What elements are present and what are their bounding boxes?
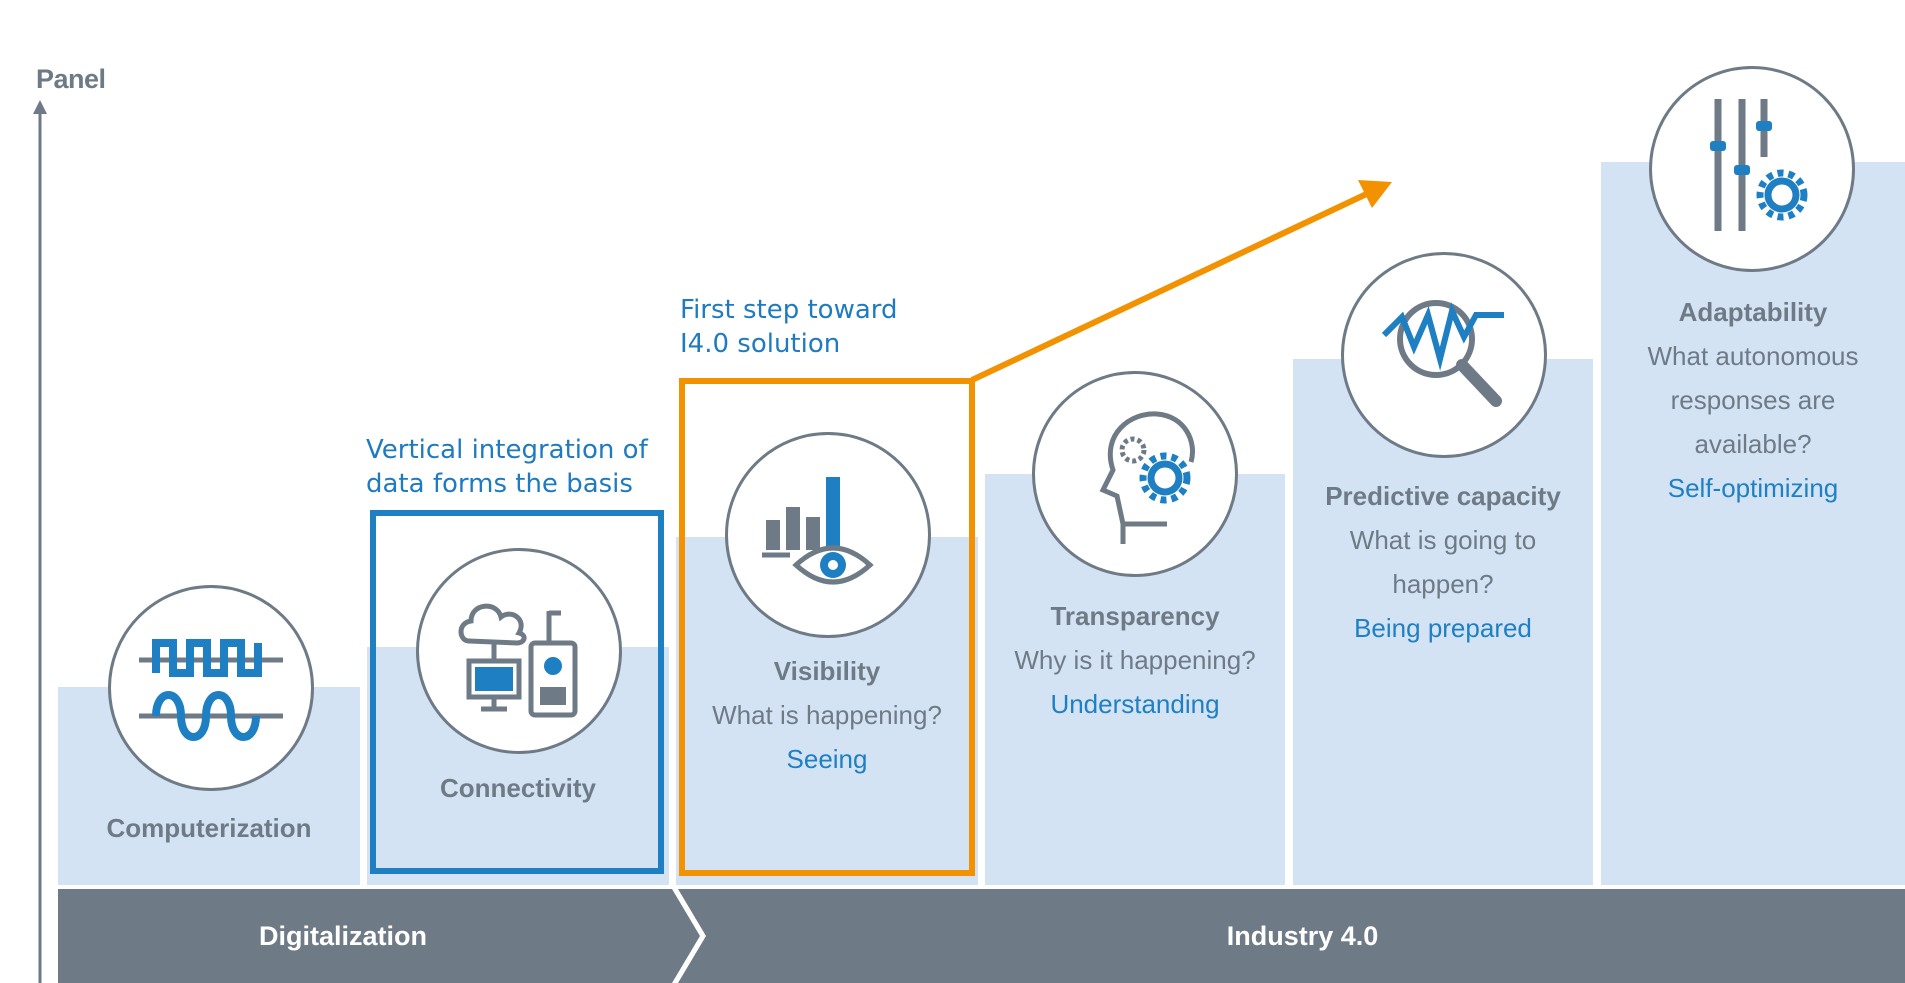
stage-question-line: available?	[1694, 429, 1812, 459]
stage-text-predictive: Predictive capacity What is going to hap…	[1293, 474, 1593, 650]
stage-question-line: happen?	[1392, 569, 1494, 599]
circle-computerization	[108, 585, 314, 791]
band-label-industry40: Industry 4.0	[1226, 921, 1379, 951]
stage-question: Why is it happening?	[1014, 645, 1256, 675]
stage-column-adaptability	[1601, 162, 1905, 885]
signal-waves-icon	[139, 639, 283, 741]
stage-text-visibility: Visibility What is happening? Seeing	[676, 649, 978, 781]
stage-title: Transparency	[1050, 601, 1220, 631]
callout-blue-box	[370, 510, 664, 874]
circle-visibility	[725, 432, 931, 638]
stage-answer: Understanding	[1050, 689, 1220, 719]
circle-adaptability	[1649, 66, 1855, 272]
band-label-digitalization: Digitalization	[259, 921, 427, 951]
stage-answer: Seeing	[786, 744, 868, 774]
stage-question-line: responses are	[1670, 385, 1836, 415]
stage-text-transparency: Transparency Why is it happening? Unders…	[985, 594, 1285, 726]
callout-orange-box	[679, 378, 975, 876]
magnifier-waveform-icon	[1381, 300, 1504, 407]
stage-text-adaptability: Adaptability What autonomous responses a…	[1601, 290, 1905, 510]
band-industry40	[678, 889, 1905, 983]
cloud-computer-device-icon	[458, 603, 578, 718]
stage-title: Computerization	[106, 813, 312, 843]
circle-connectivity	[416, 548, 622, 754]
axis-label: Panel	[36, 64, 106, 94]
phase-band	[58, 889, 1905, 983]
stage-text-computerization: Computerization	[58, 806, 360, 850]
stage-question-line: What autonomous	[1647, 341, 1859, 371]
circle-predictive	[1341, 252, 1547, 458]
band-digitalization	[58, 889, 700, 983]
growth-arrow	[970, 180, 1392, 383]
sliders-gear-icon	[1710, 99, 1808, 231]
callout-blue-text: Vertical integration of data forms the b…	[366, 435, 648, 499]
stage-title: Visibility	[773, 656, 881, 686]
circle-transparency	[1032, 371, 1238, 577]
stage-title: Predictive capacity	[1325, 481, 1561, 511]
stage-question-line: What is going to	[1349, 525, 1537, 555]
stage-text-connectivity: Connectivity	[367, 766, 669, 810]
head-gears-icon	[1099, 411, 1195, 544]
chart-eye-icon	[762, 477, 874, 585]
stage-title: Connectivity	[439, 773, 597, 803]
stage-answer: Being prepared	[1354, 613, 1532, 643]
callout-orange-text: First step toward I4.0 solution	[680, 295, 898, 359]
vertical-axis	[33, 100, 47, 983]
stage-question: What is happening?	[712, 700, 942, 730]
stage-answer: Self-optimizing	[1667, 473, 1839, 503]
stage-title: Adaptability	[1678, 297, 1828, 327]
